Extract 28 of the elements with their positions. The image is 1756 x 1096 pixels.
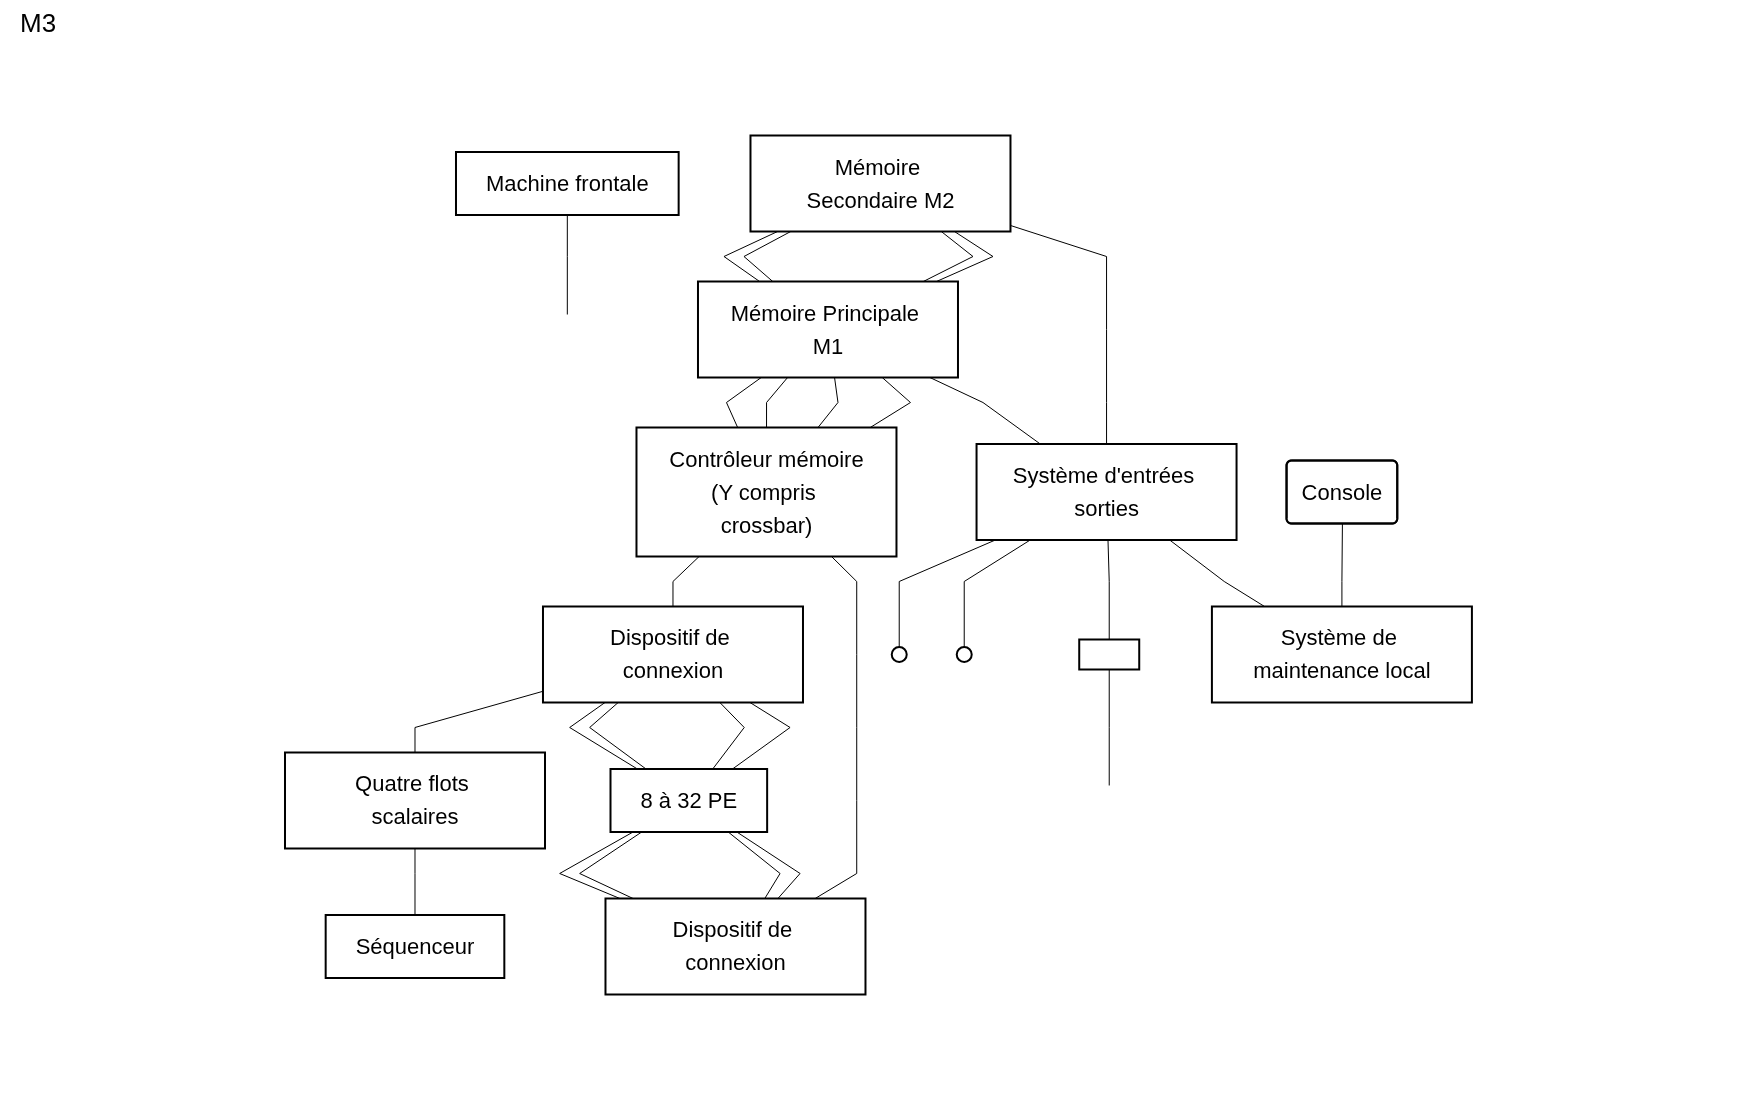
connector — [1340, 523, 1343, 607]
connector — [414, 848, 416, 916]
connector — [1107, 539, 1110, 640]
node-ellipse — [890, 646, 908, 663]
connector — [566, 214, 568, 315]
connector — [963, 539, 1031, 648]
node-box: Contrôleur mémoire (Y compris crossbar) — [635, 426, 898, 558]
node-box: Dispositif de connexion — [604, 897, 867, 996]
connector — [1108, 669, 1110, 786]
connector — [588, 702, 647, 770]
note-text: M3 — [20, 8, 57, 39]
connector — [814, 556, 857, 899]
node-box: Système d'entrées sorties — [975, 443, 1238, 541]
connector — [727, 831, 781, 899]
node-box — [1077, 638, 1140, 671]
node-box: Système de maintenance local — [1210, 605, 1473, 704]
connector — [568, 702, 638, 770]
node-ellipse — [955, 646, 973, 663]
connector — [765, 377, 788, 428]
connector — [817, 377, 839, 428]
node-box: Machine frontale — [454, 151, 680, 216]
node-box: Séquenceur — [324, 914, 505, 979]
node-box: Dispositif de connexion — [541, 605, 804, 704]
node-box: Mémoire Secondaire M2 — [749, 134, 1012, 233]
node-box: 8 à 32 PE — [609, 768, 768, 833]
node-box: Quatre flots scalaires — [283, 751, 546, 850]
node-box: Mémoire Principale M1 — [696, 280, 959, 379]
connector — [672, 556, 700, 607]
